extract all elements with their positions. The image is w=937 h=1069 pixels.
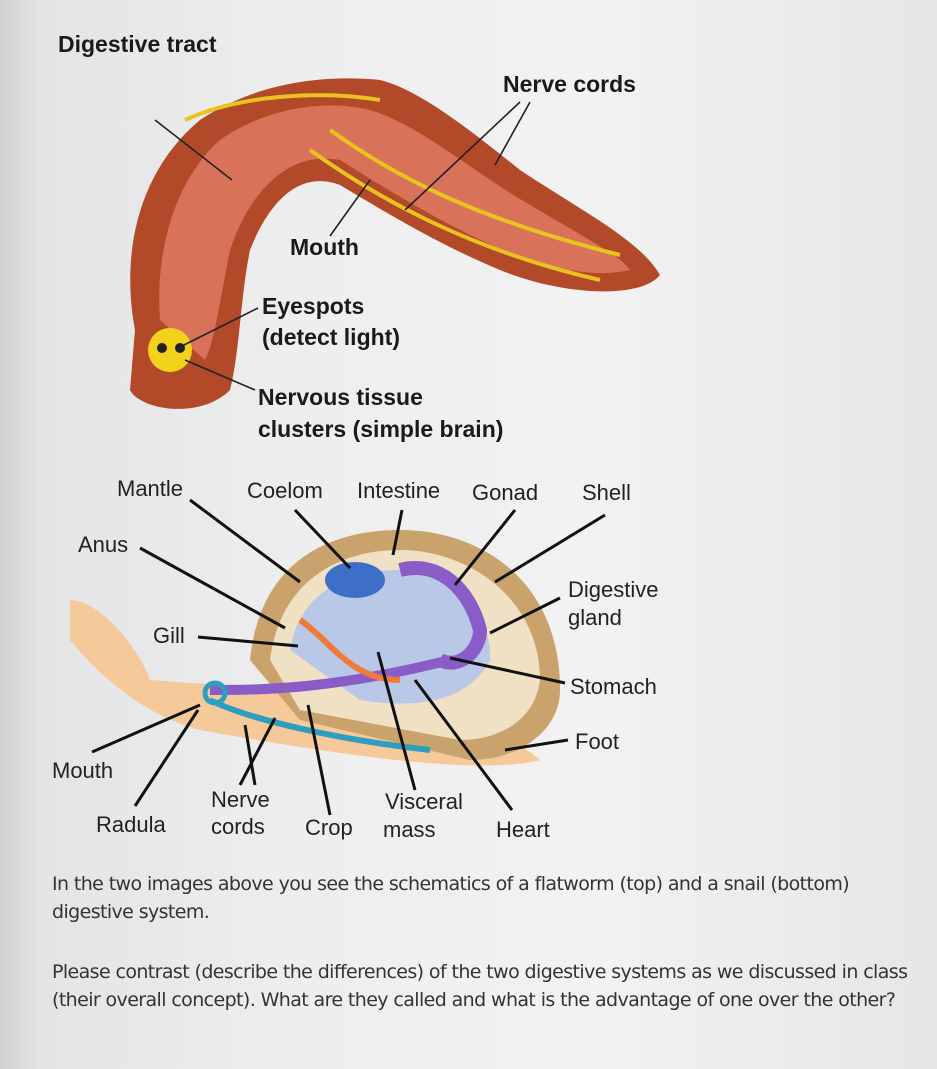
label-shell: Shell [582,480,631,505]
label-digestive-gland-2: gland [568,605,622,630]
flatworm-title: Digestive tract [58,31,217,57]
label-nerve-cords: Nerve cords [503,71,636,97]
label-gill: Gill [153,623,185,648]
label-mantle: Mantle [117,476,184,501]
eyespot-icon [157,343,167,353]
question-intro: In the two images above you see the sche… [52,873,850,923]
label-eyespots-note: (detect light) [262,324,400,350]
snail-leader-lines [91,498,606,816]
label-eyespots: Eyespots [262,293,365,319]
label-heart: Heart [496,817,550,842]
label-radula: Radula [96,812,166,837]
snail-illustration [70,498,606,816]
label-snail-mouth: Mouth [52,758,114,783]
flatworm-illustration [130,78,660,409]
label-nerve: Nerve [211,787,270,812]
label-nerve-cords-snail: cords [211,814,265,839]
label-intestine: Intestine [357,478,441,503]
label-stomach: Stomach [570,674,657,699]
label-foot: Foot [575,729,620,754]
label-gonad: Gonad [472,480,539,505]
label-anus: Anus [78,532,129,557]
flatworm-leader-lines [154,101,531,391]
label-visceral-mass: mass [383,817,436,842]
brain-cluster [148,328,192,372]
label-coelom: Coelom [247,478,323,503]
label-mouth: Mouth [290,234,359,260]
label-crop: Crop [305,815,353,840]
question-prompt: Please contrast (describe the difference… [52,961,908,1011]
label-nervous-tissue-2: clusters (simple brain) [258,416,504,442]
label-nervous-tissue: Nervous tissue [258,384,423,410]
label-visceral: Visceral [385,789,463,814]
label-digestive-gland: Digestive [568,577,659,602]
